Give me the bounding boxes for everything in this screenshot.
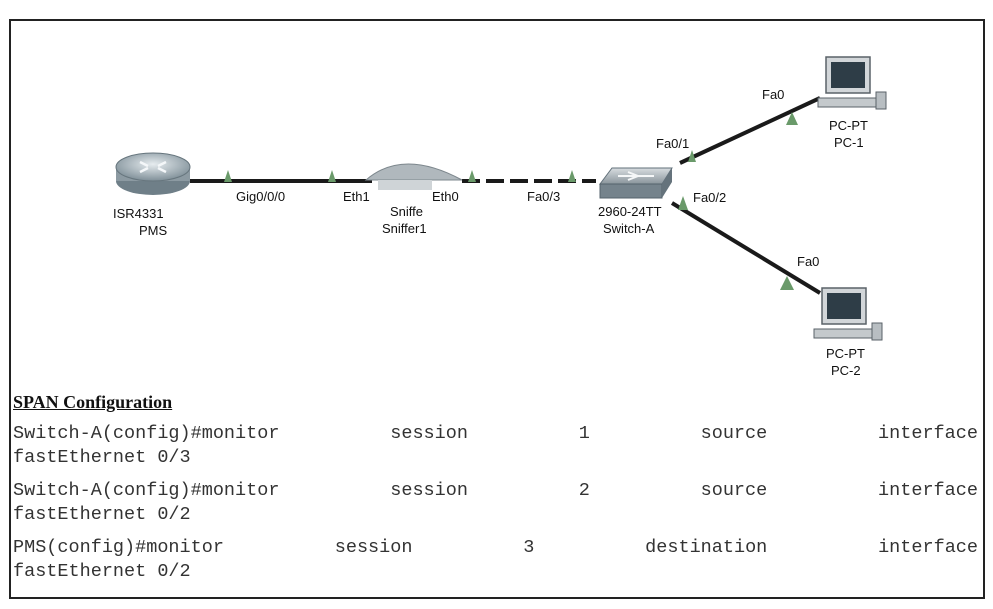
port-label-fa0-2: Fa0/2 (693, 190, 726, 205)
port-marker (328, 170, 336, 182)
config-command: Switch-A(config)#monitor session 1 sourc… (13, 422, 978, 446)
config-token: interface (878, 480, 978, 501)
port-label-gig0-0-0: Gig0/0/0 (236, 189, 285, 204)
router-icon[interactable] (115, 152, 191, 195)
port-markers (224, 112, 798, 290)
port-label-fa0-1: Fa0/1 (656, 136, 689, 151)
config-line-2: Switch-A(config)#monitor session 2 sourc… (13, 479, 978, 527)
port-label-eth1: Eth1 (343, 189, 370, 204)
port-marker (568, 170, 576, 182)
config-token: session (334, 537, 413, 558)
switch-name-label: Switch-A (603, 221, 655, 236)
config-line-1: Switch-A(config)#monitor session 1 sourc… (13, 422, 978, 470)
network-topology: ISR4331 PMS Sniffe Sniffer1 2960-24TT Sw… (113, 56, 887, 378)
port-marker (688, 150, 696, 162)
port-marker (468, 170, 476, 182)
pc2-icon[interactable] (813, 287, 883, 341)
sniffer-model-label: Sniffe (390, 204, 423, 219)
pc2-name-label: PC-2 (831, 363, 861, 378)
sniffer-name-label: Sniffer1 (382, 221, 427, 236)
config-token: session (390, 480, 468, 501)
config-token: 2 (578, 480, 590, 501)
pc1-name-label: PC-1 (834, 135, 864, 150)
config-token: PMS(config)#monitor (13, 537, 224, 558)
port-marker (780, 276, 794, 290)
config-token: source (700, 480, 768, 501)
link-switch-pc1 (679, 96, 821, 165)
sniffer-icon[interactable] (364, 163, 463, 190)
span-config-title: SPAN Configuration (13, 392, 173, 412)
port-marker (224, 170, 232, 182)
config-token: interface (878, 423, 978, 444)
config-token: Switch-A(config)#monitor (13, 423, 280, 444)
switch-model-label: 2960-24TT (598, 204, 662, 219)
router-name-label: PMS (139, 223, 168, 238)
port-label-fa0-3: Fa0/3 (527, 189, 560, 204)
config-token: interface (878, 537, 978, 558)
pc2-model-label: PC-PT (826, 346, 865, 361)
port-label-pc2-fa0: Fa0 (797, 254, 819, 269)
router-model-label: ISR4331 (113, 206, 164, 221)
config-token: Switch-A(config)#monitor (13, 480, 280, 501)
port-label-pc1-fa0: Fa0 (762, 87, 784, 102)
config-token: session (390, 423, 468, 444)
port-marker (786, 112, 798, 125)
port-marker (678, 196, 688, 210)
config-command: PMS(config)#monitor session 3 destinatio… (13, 536, 978, 560)
pc1-model-label: PC-PT (829, 118, 868, 133)
link-switch-pc2 (670, 201, 822, 295)
config-token: destination (645, 537, 768, 558)
config-continuation: fastEthernet 0/2 (13, 504, 191, 525)
switch-icon[interactable] (599, 167, 673, 199)
config-command: Switch-A(config)#monitor session 2 sourc… (13, 479, 978, 503)
config-line-3: PMS(config)#monitor session 3 destinatio… (13, 536, 978, 584)
config-continuation: fastEthernet 0/3 (13, 447, 191, 468)
config-token: 1 (578, 423, 590, 444)
config-token: source (700, 423, 768, 444)
pc1-icon[interactable] (817, 56, 887, 110)
port-label-eth0: Eth0 (432, 189, 459, 204)
config-continuation: fastEthernet 0/2 (13, 561, 191, 582)
config-token: 3 (523, 537, 535, 558)
